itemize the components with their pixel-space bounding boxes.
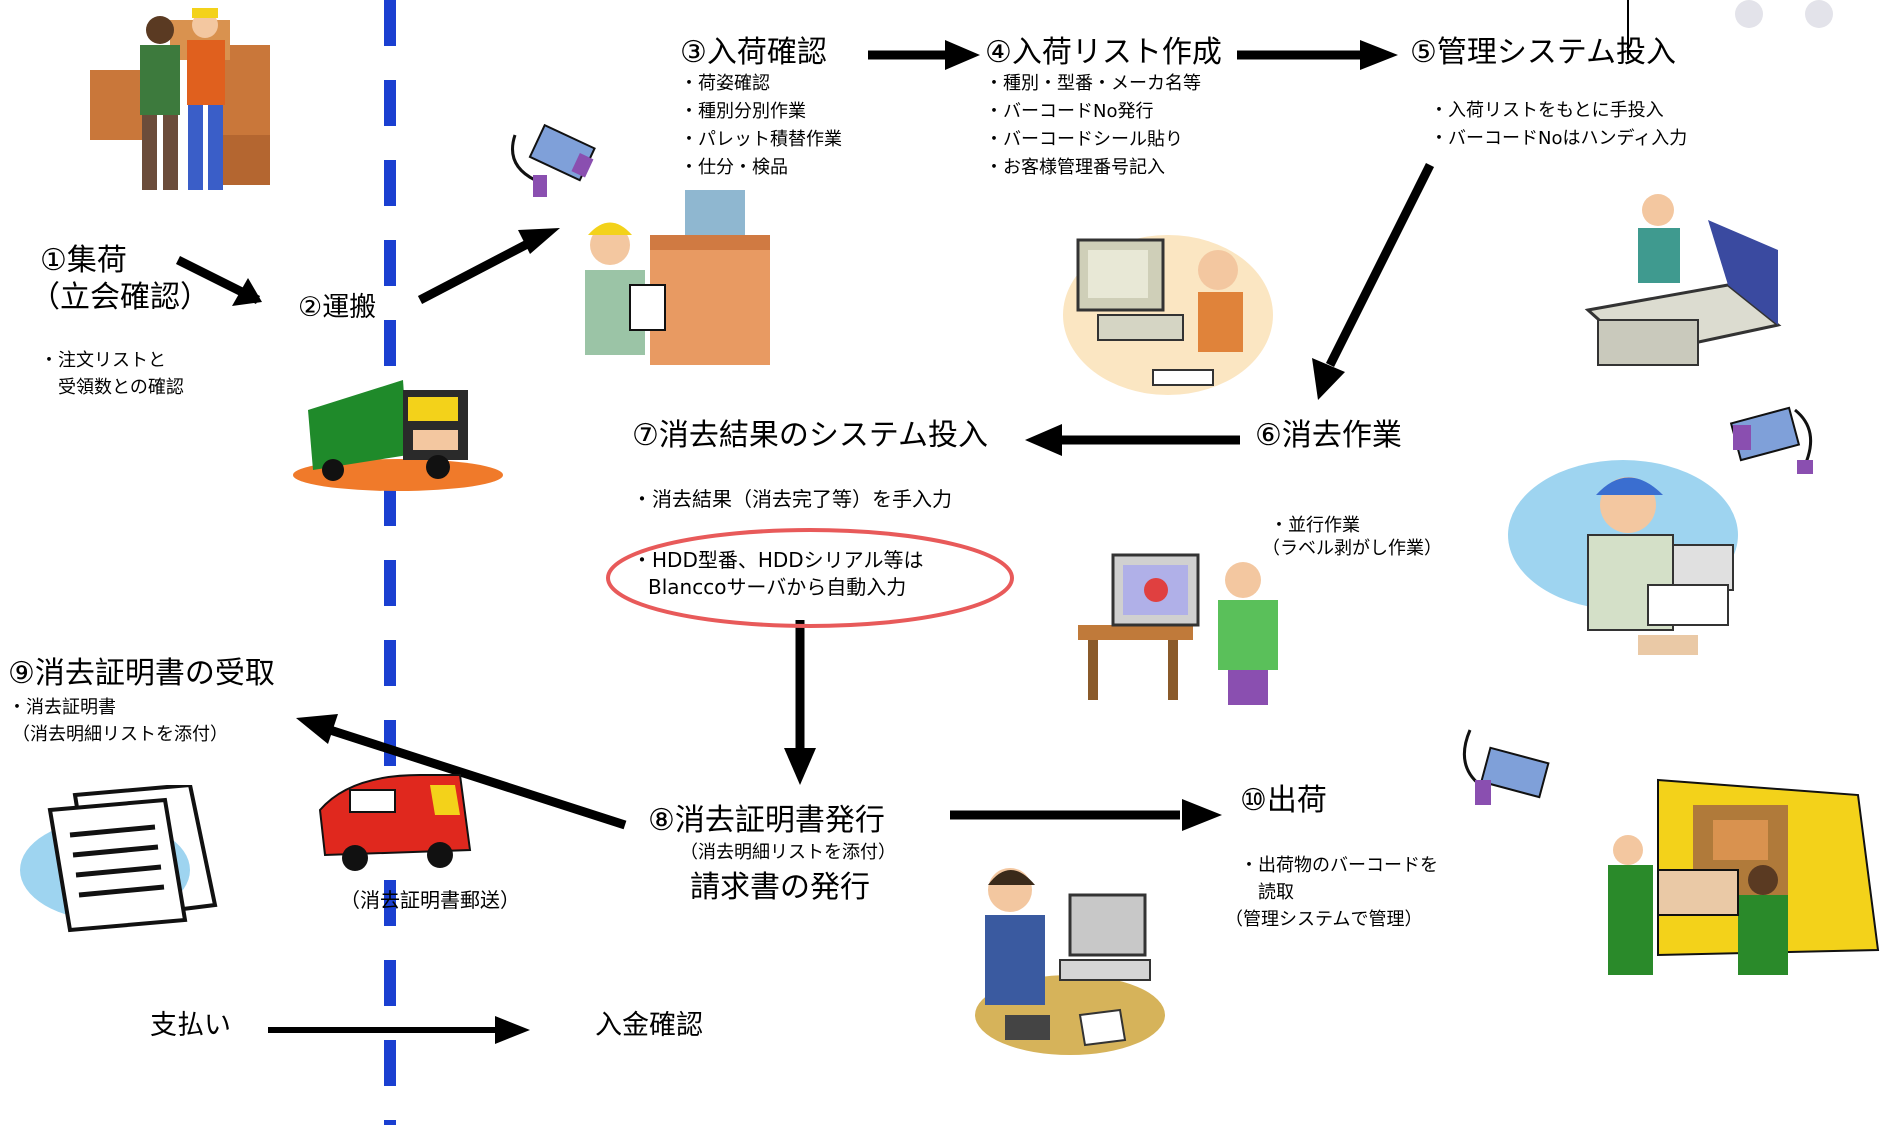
step7-highlight: ・HDD型番、HDDシリアル等は [632, 548, 924, 572]
arrow-5-6 [1325, 162, 1435, 368]
arrow-8-9 [328, 725, 627, 830]
step7-highlight: Blanccoサーバから自動入力 [648, 575, 907, 599]
step4-note: ・バーコードシール貼り [985, 129, 1183, 150]
phone-operator-icon [975, 868, 1165, 1055]
mail-label: （消去証明書郵送） [340, 888, 520, 912]
printer-operator-icon [1584, 194, 1782, 366]
step5-title: ⑤管理システム投入 [1410, 35, 1676, 70]
highlight-oval [606, 528, 1014, 628]
arrow-2-3 [417, 236, 538, 304]
step4-note: ・種別・型番・メーカ名等 [985, 73, 1201, 94]
step10-note: （管理システムで管理） [1225, 909, 1423, 930]
delivery-truck-icon [293, 380, 503, 491]
step1-title: ①集荷 [40, 243, 127, 278]
step1-note: ・注文リストと [40, 350, 166, 371]
step10-note: ・出荷物のバーコードを [1240, 855, 1438, 876]
step5-note: ・バーコードNoはハンディ入力 [1430, 128, 1688, 149]
step7-note: ・消去結果（消去完了等）を手入力 [632, 487, 952, 511]
receipt-label: 入金確認 [595, 1010, 703, 1041]
camera-icon [1462, 729, 1550, 805]
technician-icon [1508, 460, 1738, 655]
step7-title: ⑦消去結果のシステム投入 [632, 418, 988, 453]
step8-title: ⑧消去証明書発行 [648, 803, 885, 838]
camera-icon [511, 123, 596, 197]
step4-note: ・バーコードNo発行 [985, 101, 1154, 122]
step4-note: ・お客様管理番号記入 [985, 157, 1165, 178]
step9-title: ⑨消去証明書の受取 [8, 656, 275, 691]
step1-sub: （立会確認） [30, 280, 210, 315]
step2-title: ②運搬 [298, 292, 377, 323]
step1-note: 受領数との確認 [40, 377, 184, 398]
step6-title: ⑥消去作業 [1255, 418, 1402, 453]
step6-note: （ラベル剥がし作業） [1262, 538, 1442, 559]
office-computer-icon [1063, 235, 1273, 395]
red-van-icon [318, 774, 472, 871]
step3-note: ・荷姿確認 [680, 73, 770, 94]
camera-icon [1729, 406, 1813, 474]
inspector-clipboard-icon [585, 190, 770, 365]
step10-note: 読取 [1240, 882, 1294, 903]
step9-note: （消去明細リストを添付） [12, 724, 228, 745]
step8-invoice: 請求書の発行 [690, 870, 870, 905]
workers-boxes-icon [90, 8, 270, 190]
step10-title: ⑩出荷 [1240, 783, 1327, 818]
step6-note: ・並行作業 [1270, 515, 1360, 536]
shipping-truck-icon [1608, 778, 1880, 975]
decor-dot [1735, 0, 1763, 28]
step8-sub: （消去明細リストを添付） [680, 842, 896, 863]
payment-label: 支払い [150, 1010, 231, 1041]
step5-note: ・入荷リストをもとに手投入 [1430, 100, 1664, 121]
step9-note: ・消去証明書 [8, 697, 116, 718]
step3-note: ・パレット積替作業 [680, 129, 842, 150]
step4-title: ④入荷リスト作成 [985, 35, 1222, 70]
step3-note: ・種別分別作業 [680, 101, 806, 122]
step3-note: ・仕分・検品 [680, 157, 788, 178]
step3-title: ③入荷確認 [680, 35, 827, 70]
decor-dot [1805, 0, 1833, 28]
documents-icon [20, 785, 218, 933]
desk-computer-icon [1078, 553, 1278, 705]
